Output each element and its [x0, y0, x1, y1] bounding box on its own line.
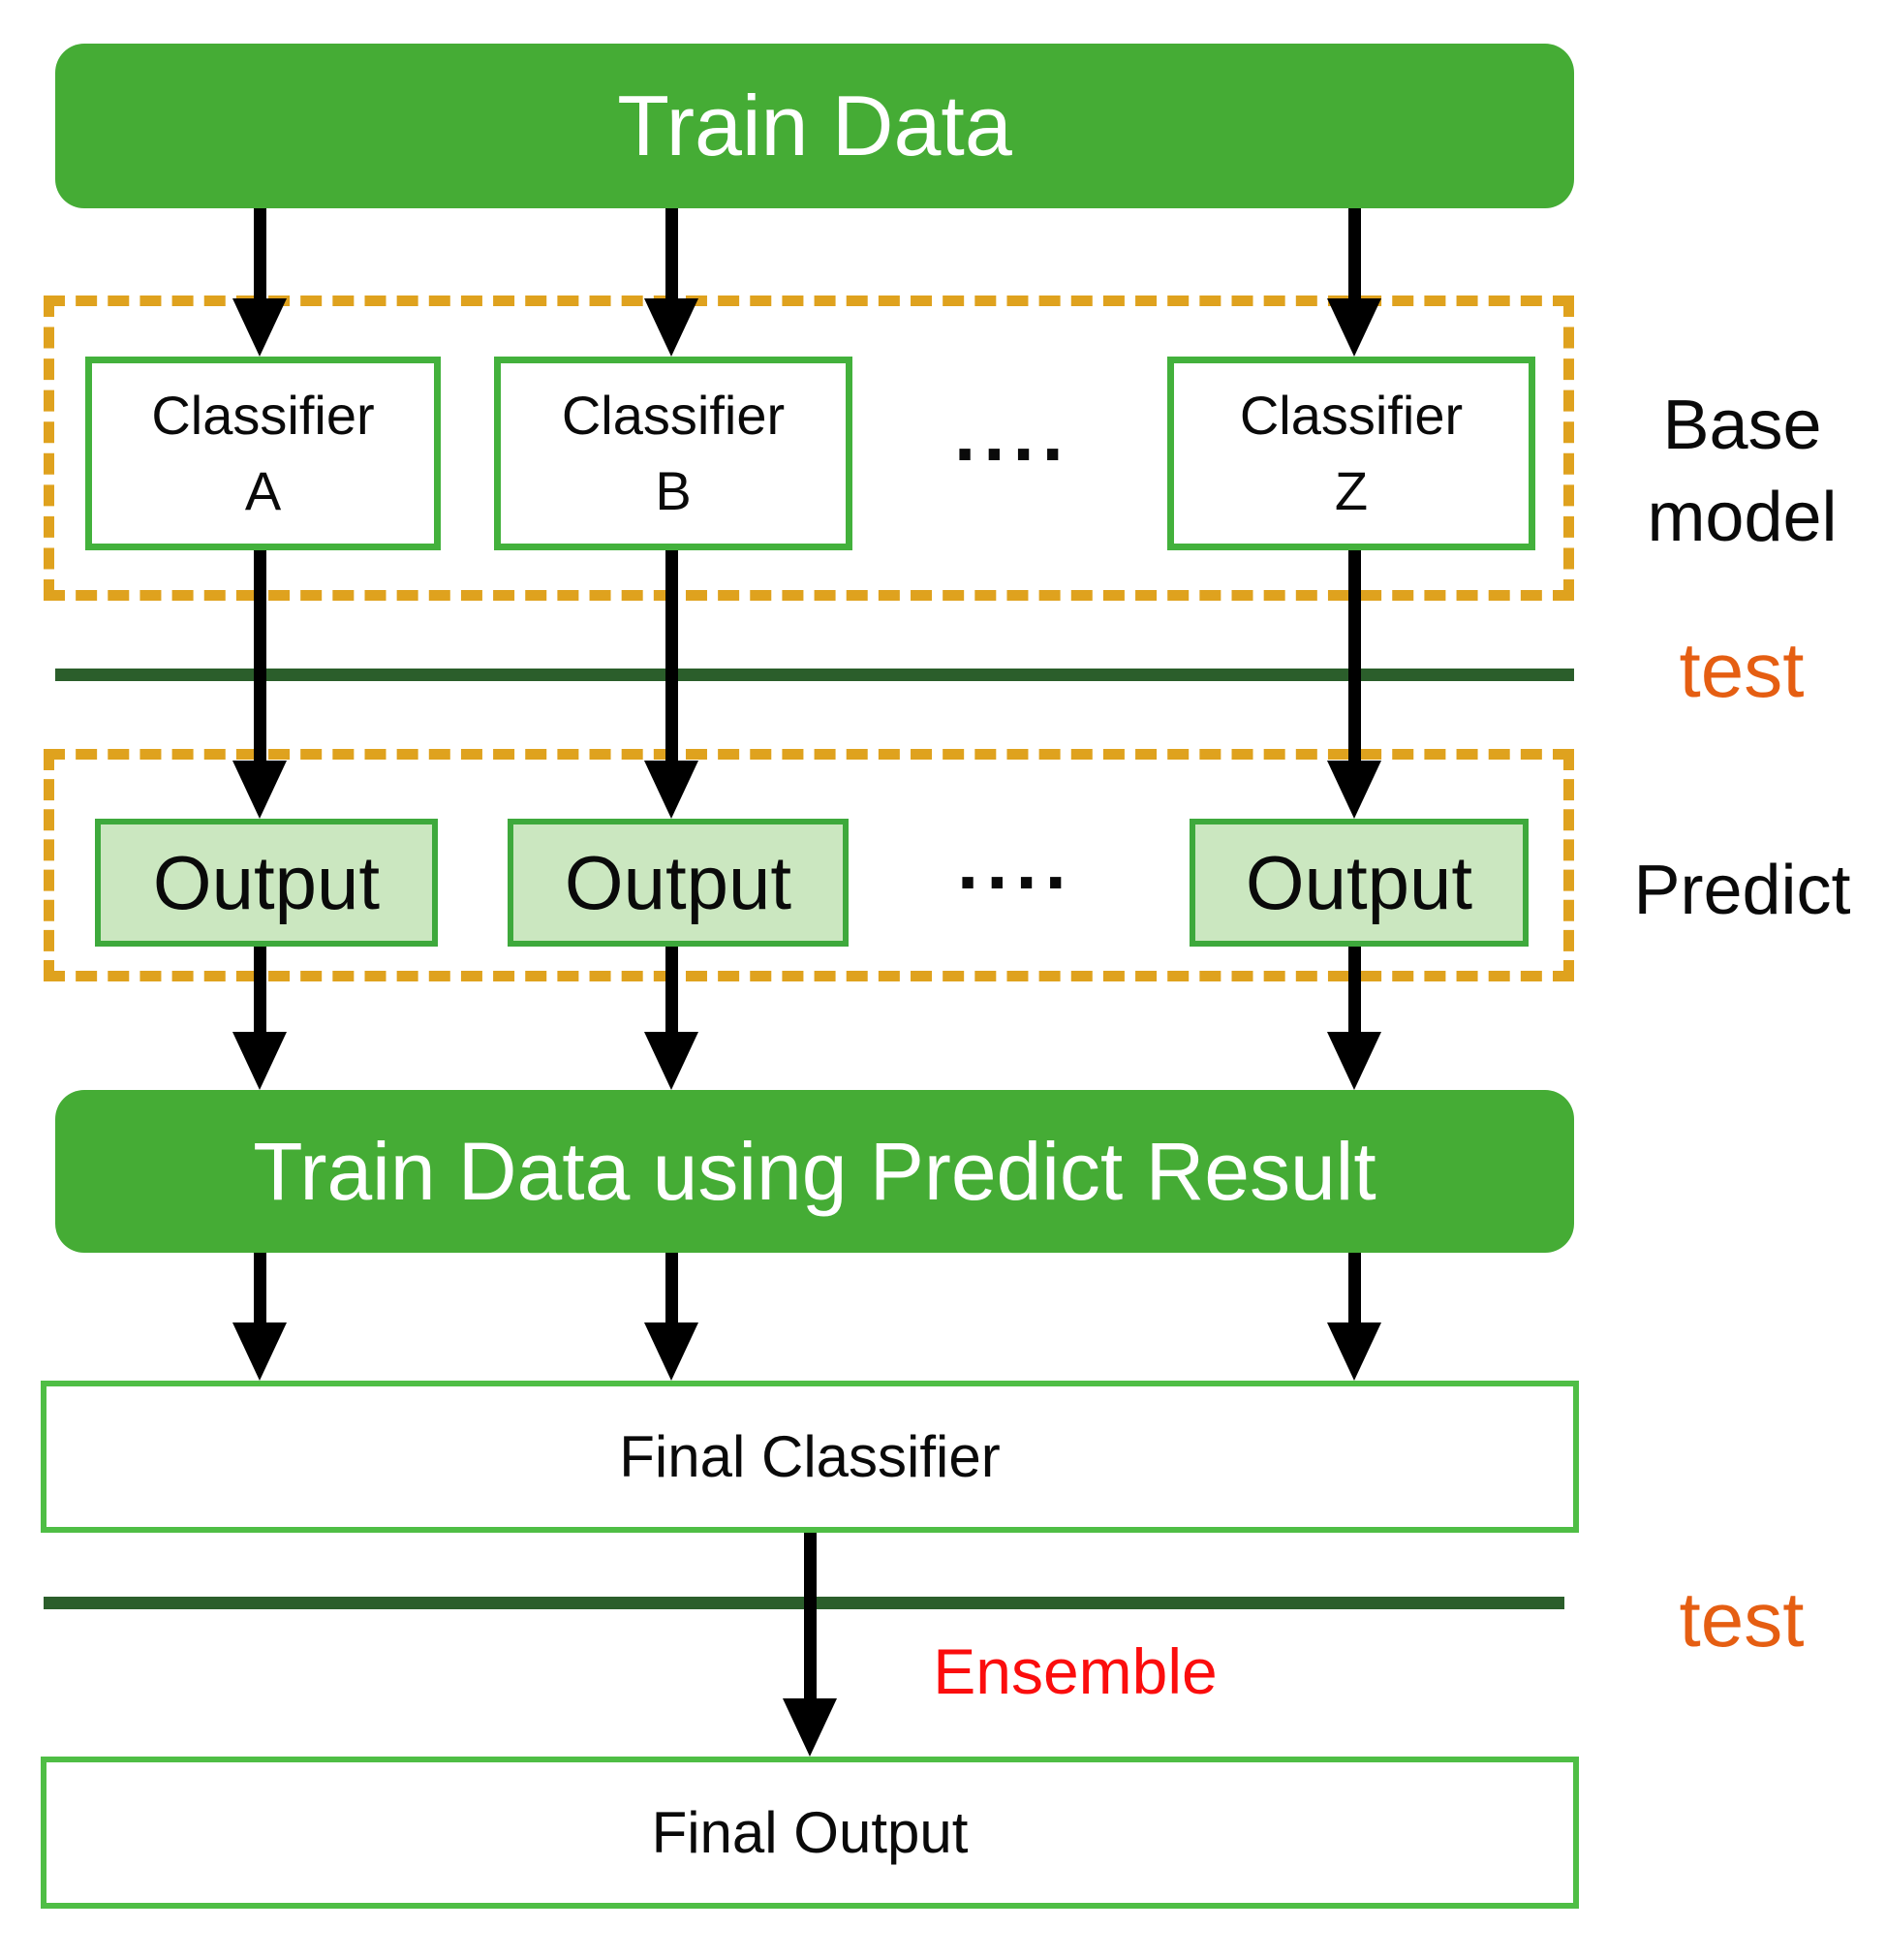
arrow-stem — [253, 1253, 266, 1324]
arrow-stem — [1347, 550, 1361, 762]
final-output-label: Final Output — [651, 1799, 969, 1865]
train-predict-result-label: Train Data using Predict Result — [253, 1126, 1376, 1217]
classifier-a-box: Classifier A — [85, 357, 441, 550]
arrow-stem — [253, 550, 266, 762]
test-divider-line-1 — [55, 669, 1574, 681]
arrow-head-icon — [1327, 1032, 1381, 1090]
classifier-b-box: Classifier B — [494, 357, 852, 550]
arrow-head-icon — [232, 761, 287, 819]
final-classifier-box: Final Classifier — [41, 1381, 1579, 1533]
classifier-z-box: Classifier Z — [1167, 357, 1535, 550]
arrow-head-icon — [783, 1698, 837, 1757]
base-model-label-line1: Base — [1662, 387, 1822, 464]
arrow-output-z-to-trainbar — [1327, 947, 1381, 1090]
arrow-stem — [665, 550, 678, 762]
classifier-b-label-line1: Classifier — [561, 384, 786, 446]
final-classifier-label: Final Classifier — [619, 1423, 1001, 1489]
arrow-stem — [1347, 208, 1361, 300]
arrow-trainbar-to-final-2 — [644, 1253, 698, 1381]
arrow-head-icon — [644, 1032, 698, 1090]
arrow-stem — [1347, 947, 1361, 1034]
arrow-train-to-classifier-z — [1327, 208, 1381, 357]
base-model-side-label: Base model — [1598, 380, 1886, 564]
arrow-output-a-to-trainbar — [232, 947, 287, 1090]
arrow-trainbar-to-final-1 — [232, 1253, 287, 1381]
arrow-head-icon — [232, 298, 287, 357]
arrow-head-icon — [1327, 298, 1381, 357]
output-b-box: Output — [508, 819, 849, 947]
arrow-stem — [665, 947, 678, 1034]
test-label-1: test — [1679, 627, 1805, 713]
arrow-head-icon — [1327, 761, 1381, 819]
output-ellipsis-dots: .... — [957, 819, 1074, 905]
train-data-label: Train Data — [617, 78, 1012, 173]
classifier-a-label-line2: A — [244, 460, 282, 521]
arrow-stem — [253, 947, 266, 1034]
arrow-head-icon — [644, 298, 698, 357]
arrow-stem — [803, 1533, 817, 1700]
arrow-trainbar-to-final-3 — [1327, 1253, 1381, 1381]
test-label-2: test — [1679, 1576, 1805, 1663]
classifier-z-label-line1: Classifier — [1239, 384, 1464, 446]
arrow-output-b-to-trainbar — [644, 947, 698, 1090]
arrow-train-to-classifier-a — [232, 208, 287, 357]
train-predict-result-bar: Train Data using Predict Result — [55, 1090, 1574, 1253]
base-model-label-line2: model — [1647, 479, 1838, 557]
arrow-head-icon — [1327, 1322, 1381, 1381]
final-output-box: Final Output — [41, 1757, 1579, 1909]
arrow-classifier-z-to-output — [1327, 550, 1381, 819]
output-a-box: Output — [95, 819, 438, 947]
classifier-ellipsis-dots: .... — [954, 390, 1071, 477]
classifier-a-label-line1: Classifier — [151, 384, 375, 446]
predict-dashed-box — [44, 749, 1574, 981]
ensemble-label: Ensemble — [933, 1635, 1218, 1707]
arrow-train-to-classifier-b — [644, 208, 698, 357]
predict-side-label: Predict — [1633, 852, 1851, 929]
base-model-dashed-box — [44, 296, 1574, 601]
output-a-label: Output — [152, 840, 381, 925]
arrow-head-icon — [232, 1322, 287, 1381]
arrow-stem — [665, 208, 678, 300]
arrow-head-icon — [232, 1032, 287, 1090]
output-b-label: Output — [564, 840, 792, 925]
arrow-classifier-a-to-output — [232, 550, 287, 819]
arrow-stem — [253, 208, 266, 300]
classifier-b-label-line2: B — [655, 460, 692, 521]
arrow-final-classifier-to-output — [783, 1533, 837, 1757]
classifier-z-label-line2: Z — [1334, 460, 1369, 521]
arrow-classifier-b-to-output — [644, 550, 698, 819]
arrow-stem — [1347, 1253, 1361, 1324]
output-z-box: Output — [1190, 819, 1529, 947]
output-z-label: Output — [1245, 840, 1473, 925]
arrow-stem — [665, 1253, 678, 1324]
train-data-bar: Train Data — [55, 44, 1574, 208]
arrow-head-icon — [644, 1322, 698, 1381]
arrow-head-icon — [644, 761, 698, 819]
